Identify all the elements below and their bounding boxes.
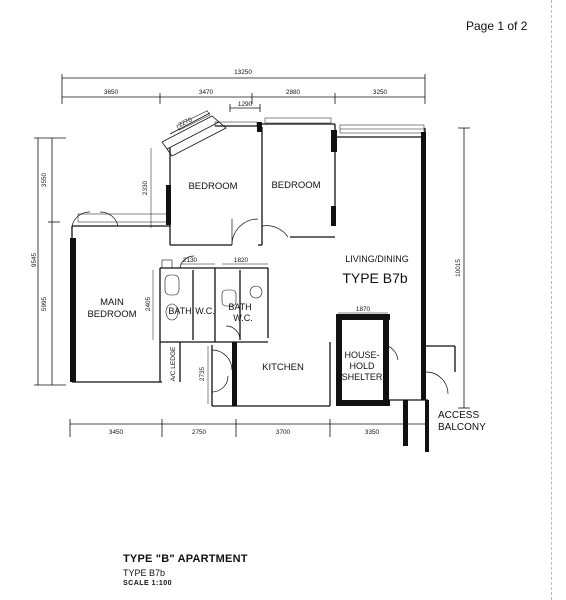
doors: [71, 211, 449, 395]
room-living-dining: LIVING/DINING: [345, 254, 409, 264]
room-shelter-line2: HOLD: [349, 361, 375, 371]
page-number: Page 1 of 2: [466, 19, 528, 33]
dim-top-2: 3470: [199, 89, 214, 96]
room-ac-ledge: A/C LEDGE: [170, 346, 177, 381]
plan-caption: TYPE "B" APARTMENT TYPE B7b SCALE 1:100: [123, 553, 248, 588]
walls: [71, 123, 456, 452]
dim-right-total: 10015: [455, 259, 462, 277]
dim-kitchen-depth: 2735: [199, 366, 206, 381]
dim-bottom-1: 3450: [109, 429, 124, 436]
room-kitchen: KITCHEN: [262, 362, 304, 373]
room-bedroom-2: BEDROOM: [271, 180, 320, 191]
room-unit-type: TYPE B7b: [342, 270, 408, 286]
right-dimension-line: [458, 127, 470, 409]
dim-bath-width-1: 2130: [183, 257, 198, 264]
page-edge-divider: [551, 0, 552, 600]
dim-top-4: 3250: [373, 89, 388, 96]
left-dimension-lines: [34, 137, 66, 386]
room-shelter-line1: HOUSE-: [344, 350, 379, 360]
dim-left-2: 5995: [41, 296, 48, 311]
top-dimension-lines: [61, 74, 426, 112]
dim-left-1: 3550: [41, 172, 48, 187]
bath-fixtures: [161, 259, 263, 321]
room-main-bedroom-line1: MAIN: [100, 297, 124, 308]
caption-title: TYPE "B" APARTMENT: [123, 553, 248, 565]
bottom-dimension-line: [69, 419, 429, 437]
dim-bottom-3: 3700: [276, 429, 291, 436]
dim-left-total: 9545: [31, 252, 38, 267]
label-access: ACCESS: [438, 410, 479, 421]
caption-type: TYPE B7b: [123, 568, 166, 578]
dim-bottom-4: 3350: [365, 429, 380, 436]
dim-shelter-width: 1870: [356, 306, 371, 313]
dim-bath-depth: 2405: [145, 296, 152, 311]
dim-top-3: 2880: [286, 89, 301, 96]
room-main-bedroom-line2: BEDROOM: [87, 309, 136, 320]
room-wc-2: W.C.: [233, 313, 253, 323]
dim-top-bay: 1290: [238, 101, 253, 108]
room-shelter-line3: SHELTER: [342, 372, 383, 382]
dim-top-1: 3650: [104, 89, 119, 96]
thick-walls: [70, 122, 429, 452]
room-bedroom-1: BEDROOM: [188, 181, 237, 192]
angled-bay-window: [161, 112, 227, 157]
room-bath-2: BATH: [228, 302, 251, 312]
dim-bath-width-2: 1820: [234, 257, 249, 264]
room-bath-1: BATH: [168, 306, 191, 316]
label-balcony: BALCONY: [438, 422, 486, 433]
caption-scale: SCALE 1:100: [123, 580, 173, 587]
dim-bed-wall: 2330: [142, 180, 149, 195]
dim-bottom-2: 2750: [192, 429, 207, 436]
windows: [77, 110, 425, 223]
dim-top-total: 13250: [234, 69, 252, 76]
room-wc-1: W.C.: [195, 306, 215, 316]
